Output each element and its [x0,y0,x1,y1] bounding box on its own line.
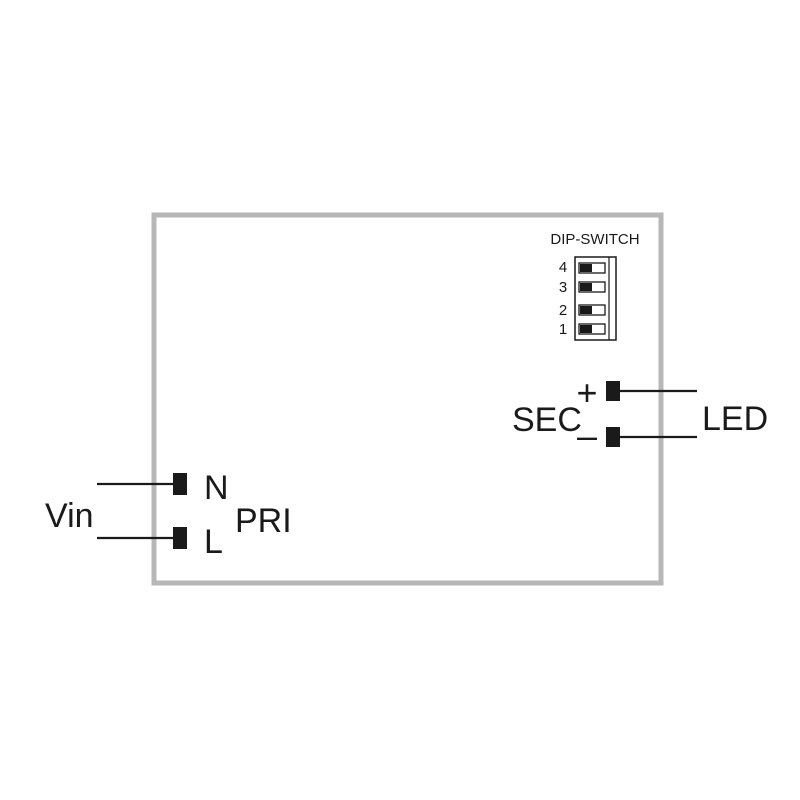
dip-switch-number-3: 3 [559,279,567,296]
vin-label: Vin [45,497,94,535]
terminal-line [173,527,187,549]
led-output-label: LED [702,400,768,438]
dip-switch-lever-1[interactable] [578,323,606,335]
plus-sign: + [576,372,597,413]
dip-switch-number-4: 4 [559,259,567,276]
dip-switch: DIP-SWITCH 4 3 2 1 [550,231,640,341]
primary-label: PRI [235,502,292,540]
line-label: L [204,523,223,561]
terminal-positive [606,381,620,401]
dip-switch-number-2: 2 [559,302,567,319]
dip-switch-lever-3[interactable] [578,281,606,293]
secondary-output: SEC + – LED [512,372,768,456]
dip-switch-label: DIP-SWITCH [550,231,639,248]
primary-input: Vin N L PRI [45,469,292,561]
dip-switch-lever-2[interactable] [578,304,606,316]
dip-switch-lever-4[interactable] [578,262,606,274]
dip-switch-number-1: 1 [559,321,567,338]
minus-sign: – [577,415,597,456]
secondary-label: SEC [512,401,582,439]
terminal-negative [606,427,620,447]
neutral-label: N [204,469,229,507]
terminal-neutral [173,473,187,495]
